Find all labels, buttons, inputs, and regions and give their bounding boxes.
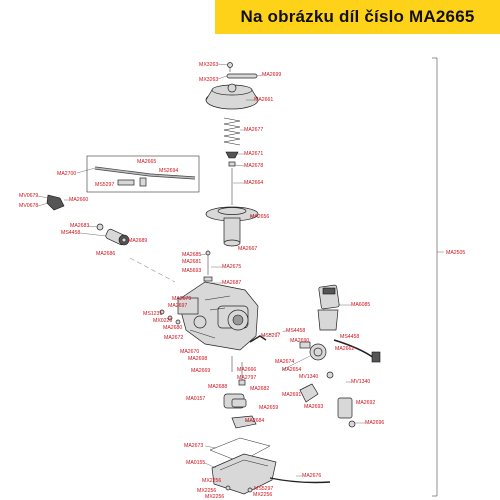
label-ma5693: MA5693 — [182, 268, 201, 274]
label-mx2256-b: MX2256 — [197, 488, 216, 494]
label-ma0157: MA0157 — [186, 396, 205, 402]
label-ms5297-cable: MS5297 — [95, 182, 114, 188]
label-ma2669: MA2669 — [191, 368, 210, 374]
label-ma2666: MA2666 — [237, 367, 256, 373]
label-ma2660: MA2660 — [69, 197, 88, 203]
choke-lever — [46, 194, 65, 211]
label-ma2682: MA2682 — [250, 386, 269, 392]
throttle-cable-inset — [86, 155, 200, 193]
cable-adjuster — [117, 179, 135, 186]
label-ma2679: MA2679 — [172, 296, 191, 302]
label-ms4458-right: MS4458 — [340, 334, 359, 340]
leader-lines — [37, 63, 365, 477]
label-ma2505: MA2505 — [446, 250, 465, 256]
label-ma2698: MA2698 — [188, 356, 207, 362]
drain-assembly — [299, 383, 356, 428]
needle-retainer — [225, 151, 239, 167]
label-ma2661: MA2661 — [254, 97, 273, 103]
auto-choke — [317, 284, 381, 363]
label-ma2688: MA2688 — [208, 384, 227, 390]
label-mv0679: MV0679 — [19, 193, 38, 199]
label-ma2674: MA2674 — [275, 359, 294, 365]
top-clip — [226, 73, 258, 79]
label-ma0155: MA0155 — [186, 460, 205, 466]
idle-screws — [203, 250, 213, 282]
label-ma2659: MA2659 — [259, 405, 278, 411]
label-ma2667: MA2667 — [238, 246, 257, 252]
spring — [223, 117, 241, 146]
label-ms1231: MS1231 — [143, 311, 162, 317]
label-ma2680: MA2680 — [163, 325, 182, 331]
float-bowl — [211, 453, 277, 495]
label-mx2256-d: MX2256 — [205, 494, 224, 500]
label-ms5297-mid: MS5297 — [261, 333, 280, 339]
label-mv0678: MV0678 — [19, 203, 38, 209]
label-ma6085: MA6085 — [351, 302, 370, 308]
label-ma2690: MA2690 — [290, 338, 309, 344]
float-pin — [231, 415, 257, 429]
label-mv1340-right: MV1340 — [351, 379, 370, 385]
drain-hose — [269, 477, 331, 484]
label-ma2681: MA2681 — [182, 259, 201, 265]
label-ma2699: MA2699 — [262, 72, 281, 78]
choke-plunger — [96, 223, 130, 246]
label-ma2693: MA2693 — [304, 404, 323, 410]
diaphragm-slide — [205, 206, 259, 247]
label-ma2692: MA2692 — [356, 400, 375, 406]
label-ma2675: MA2675 — [222, 264, 241, 270]
label-ma2664: MA2664 — [244, 180, 263, 186]
label-ma2691: MA2691 — [282, 392, 301, 398]
label-mx0226: MX0226 — [153, 318, 172, 324]
float-bowl-gasket — [209, 437, 271, 463]
label-ms5297-bottom: MS5297 — [254, 486, 273, 492]
assembly-bracket — [432, 57, 438, 497]
label-ma2689: MA2689 — [128, 238, 147, 244]
carburetor-body — [177, 281, 259, 351]
label-ma2656: MA2656 — [250, 214, 269, 220]
float-needle — [231, 356, 246, 386]
label-ms2694: MS2694 — [159, 168, 178, 174]
label-ma2678: MA2678 — [244, 163, 263, 169]
label-mx2256-c: MX2256 — [253, 492, 272, 498]
label-ma2672: MA2672 — [164, 335, 183, 341]
float — [223, 393, 247, 409]
label-ma2671: MA2671 — [244, 151, 263, 157]
label-ma2696: MA2696 — [365, 420, 384, 426]
label-ma2700: MA2700 — [57, 171, 76, 177]
label-ma2673: MA2673 — [184, 443, 203, 449]
banner-text: Na obrázku díl číslo MA2665 — [240, 7, 475, 26]
label-ma2676: MA2676 — [302, 473, 321, 479]
label-ma2662: MA2662 — [335, 346, 354, 352]
label-ma2670: MA2670 — [180, 349, 199, 355]
top-screw — [227, 62, 233, 72]
label-ma2685: MA2685 — [182, 252, 201, 258]
label-mx3263-top: MX3263 — [199, 62, 218, 68]
label-ma2683: MA2683 — [70, 223, 89, 229]
label-ms4458-choke: MS4458 — [61, 230, 80, 236]
label-ma2697: MA2697 — [168, 303, 187, 309]
label-ma2797: MA2797 — [237, 375, 256, 381]
label-ma2677: MA2677 — [244, 127, 263, 133]
part-number-banner: Na obrázku díl číslo MA2665 — [215, 0, 500, 34]
label-mx2256-a: MX2256 — [202, 478, 221, 484]
label-ma2654: MA2654 — [282, 367, 301, 373]
label-ma2687: MA2687 — [222, 280, 241, 286]
label-ma2665: MA2665 — [137, 159, 156, 165]
label-mv1340-left: MV1340 — [299, 374, 318, 380]
carb-top-cover — [205, 83, 259, 110]
label-mx3263: MX3263 — [199, 77, 218, 83]
choke-housing — [299, 341, 327, 361]
label-ma2686: MA2686 — [96, 251, 115, 257]
label-ms4458-mid: MS4458 — [286, 328, 305, 334]
